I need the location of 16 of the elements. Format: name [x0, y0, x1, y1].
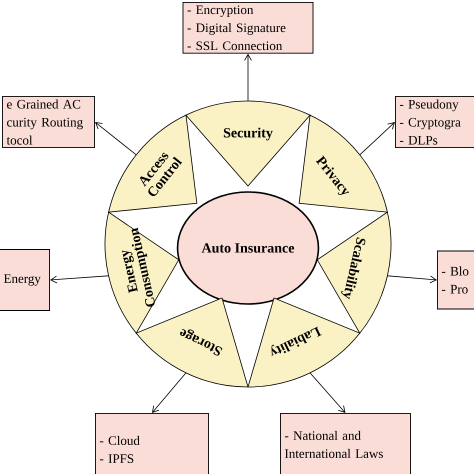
- list-box: - Cloud - IPFS: [95, 413, 209, 474]
- list-box: - Blo - Pro: [437, 250, 474, 310]
- arrow: [310, 372, 346, 413]
- arrow: [359, 122, 395, 156]
- petal-segment: Security: [186, 100, 310, 186]
- list-box: - Pseudony - Cryptogra - DLPs: [395, 96, 474, 148]
- petal-segment: Energy Consumption: [104, 212, 180, 334]
- arrow: [244, 54, 252, 102]
- list-box: Energy: [0, 249, 50, 311]
- arrow: [50, 275, 109, 284]
- list-box: - Encryption - Digital Signature - SSL Connection: [182, 2, 314, 54]
- list-box: - National and International Laws: [280, 413, 411, 474]
- arrow: [152, 372, 186, 413]
- arrow: [95, 122, 137, 156]
- list-box: e Grained AC curity Routing tocol: [2, 96, 95, 148]
- arrow: [387, 275, 437, 284]
